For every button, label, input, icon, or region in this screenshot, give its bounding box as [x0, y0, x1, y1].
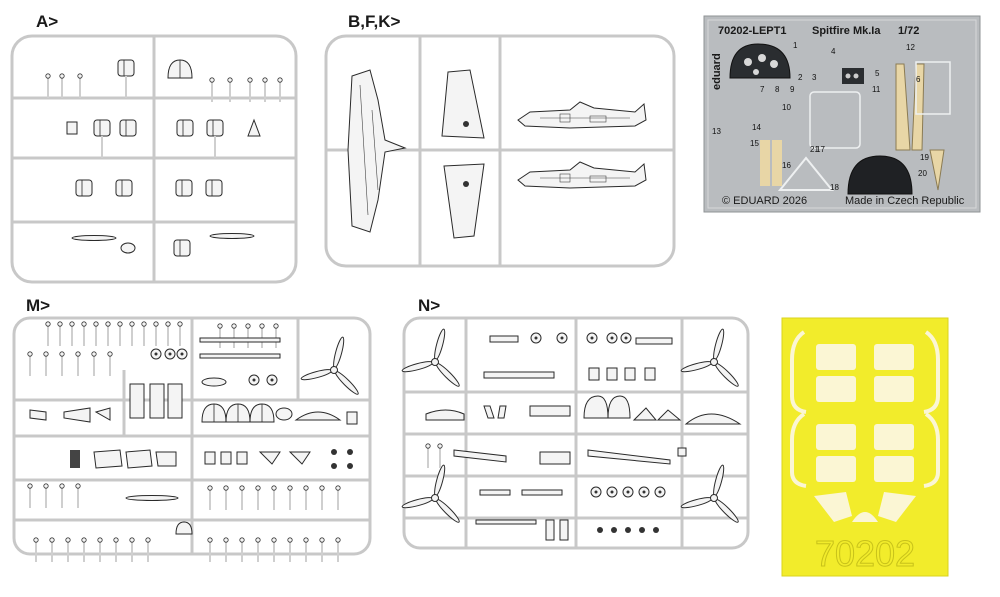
sprue-bfk-label: B,F,K>	[348, 12, 401, 31]
svg-text:15: 15	[750, 139, 759, 148]
svg-text:1: 1	[793, 41, 798, 50]
svg-text:7: 7	[760, 85, 765, 94]
sprue-a-label: A>	[36, 12, 59, 31]
sprue-n	[400, 316, 750, 550]
svg-text:2: 2	[798, 73, 803, 82]
svg-text:4: 4	[831, 47, 836, 56]
svg-text:3: 3	[812, 73, 817, 82]
canopy-mask-sheet: 70202	[781, 317, 949, 577]
svg-text:19: 19	[920, 153, 929, 162]
pe-model: Spitfire Mk.Ia	[812, 25, 881, 37]
pe-origin: Made in Czech Republic	[845, 195, 965, 207]
sprue-n-label: N>	[418, 296, 441, 315]
sprue-a	[10, 34, 298, 284]
svg-text:12: 12	[906, 43, 915, 52]
mask-code: 70202	[815, 533, 915, 574]
pe-code: 70202-LEPT1	[718, 25, 786, 37]
svg-text:16: 16	[782, 161, 791, 170]
pe-copyright: © EDUARD 2026	[722, 195, 807, 207]
sprue-m	[12, 316, 372, 563]
svg-text:21: 21	[810, 145, 819, 154]
svg-text:14: 14	[752, 123, 761, 132]
svg-text:10: 10	[782, 103, 791, 112]
svg-text:17: 17	[816, 145, 825, 154]
svg-text:8: 8	[775, 85, 780, 94]
svg-text:18: 18	[830, 183, 839, 192]
svg-text:6: 6	[916, 75, 921, 84]
svg-text:20: 20	[918, 169, 927, 178]
sprue-bfk	[324, 34, 676, 268]
pe-scale: 1/72	[898, 25, 919, 37]
sprue-m-label: M>	[26, 296, 51, 315]
pe-brand: eduard	[711, 53, 723, 90]
svg-text:5: 5	[875, 69, 880, 78]
svg-text:13: 13	[712, 127, 721, 136]
svg-text:9: 9	[790, 85, 795, 94]
svg-text:11: 11	[872, 85, 881, 94]
photo-etch-fret: 70202-LEPT1 Spitfire Mk.Ia 1/72 eduard 1…	[703, 15, 981, 213]
